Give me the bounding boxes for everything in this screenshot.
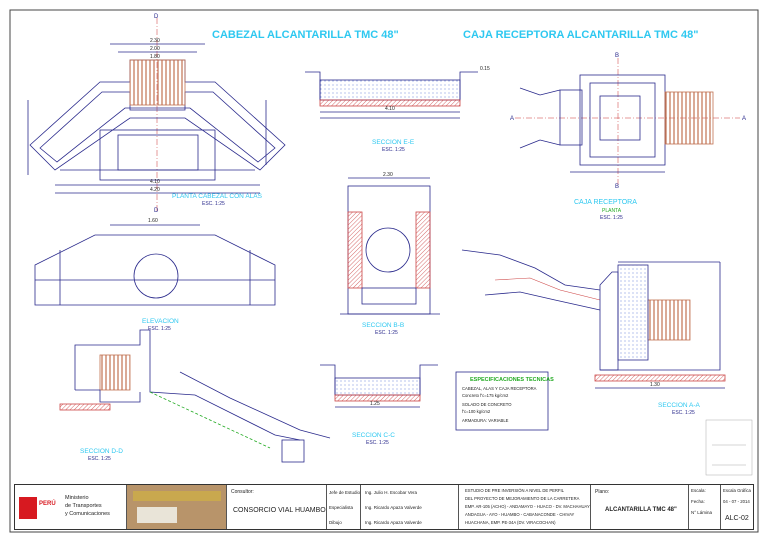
label-planta-cabezal: PLANTA CABEZAL CON ALAS	[172, 193, 263, 200]
tb-project-cell: ESTUDIO DE PRE INVERSIÓN A NIVEL DE PERF…	[459, 485, 591, 529]
dim-aa-130: 1.30	[650, 382, 660, 388]
scale-seccion-aa: ESC. 1:25	[672, 410, 695, 416]
dim-180: 1.80	[150, 54, 160, 60]
dim-bb-230: 2.30	[383, 172, 393, 178]
consultor-name: CONSORCIO VIAL HUAMBO	[233, 507, 326, 514]
dim-230: 2.30	[150, 38, 160, 44]
tb-consultor-cell: Consultor: CONSORCIO VIAL HUAMBO	[227, 485, 327, 529]
ministry-line-3: y Comunicaciones	[65, 511, 110, 517]
project-photo	[127, 485, 227, 529]
person-3: Ing. Ricardo Apaza Valverde	[365, 520, 422, 525]
project-line-3: EMP. AR-105 (ACHO) - ANDAMAYO - HUACO - …	[465, 504, 590, 509]
dim-ee-015: 0.15	[480, 66, 490, 72]
consultor-label: Consultor:	[231, 489, 254, 495]
plano-name: ALCANTARILLA TMC 48"	[605, 507, 677, 513]
notes-line-1: CABEZAL, ALAS Y CAJA RECEPTORA	[462, 386, 537, 391]
tb-plano-cell: Plano: ALCANTARILLA TMC 48"	[591, 485, 689, 529]
title-caja: CAJA RECEPTORA ALCANTARILLA TMC 48"	[463, 29, 698, 41]
view-caja-receptora	[515, 58, 740, 185]
ministry-line-1: Ministerio	[65, 495, 89, 501]
lamina-label: N° Lámina	[691, 510, 713, 515]
dim-elev-160: 1.60	[148, 218, 158, 224]
role-3: Dibujo	[329, 520, 342, 525]
tb-roles-cell: Jefe de Estudio Especialista Dibujo	[327, 485, 361, 529]
notes-line-2: Concreto f'c=175 kg/cm2	[462, 393, 509, 398]
notes-box	[455, 371, 549, 431]
notes-line-5: ARMADURA: VARIABLE	[462, 418, 509, 423]
project-line-4: ANDAGUA - AYO - HUAMBO - CABANACONDE - C…	[465, 512, 575, 517]
scale-seccion-dd: ESC. 1:25	[88, 456, 111, 462]
label-seccion-aa: SECCION A-A	[658, 402, 701, 409]
scale-seccion-ee: ESC. 1:25	[382, 147, 405, 153]
scale-planta-cabezal: ESC. 1:25	[202, 201, 225, 207]
person-2: Ing. Ricardo Apaza Valverde	[365, 505, 422, 510]
project-line-2: DEL PROYECTO DE MEJORAMIENTO DE LA CARRE…	[465, 496, 580, 501]
dim-420: 4.20	[150, 187, 160, 193]
tb-persons-cell: Ing. Julio H. Escobar Vera Ing. Ricardo …	[361, 485, 459, 529]
notes-line-3: SOLADO DE CONCRETO	[462, 402, 512, 407]
label-seccion-dd: SECCION D-D	[80, 448, 123, 455]
scale-elevacion: ESC. 1:25	[148, 326, 171, 332]
label-seccion-cc: SECCION C-C	[352, 432, 395, 439]
marker-d-bottom: D	[154, 208, 159, 214]
label-elevacion: ELEVACION	[142, 318, 179, 325]
fecha-value: 04 - 07 - 2014	[723, 499, 750, 504]
peru-flag-icon	[19, 497, 37, 519]
sheet-border	[9, 9, 759, 533]
label-seccion-bb: SECCION B-B	[362, 322, 404, 329]
label-caja-receptora: CAJA RECEPTORA	[574, 199, 637, 206]
dim-200: 2.00	[150, 46, 160, 52]
escala-value: Escala Gráfica	[723, 488, 751, 493]
dim-410: 4.10	[150, 179, 160, 185]
scale-seccion-bb: ESC. 1:25	[375, 330, 398, 336]
peru-label: PERÚ	[39, 501, 56, 507]
label-seccion-ee: SECCION E-E	[372, 139, 415, 146]
plano-label: Plano:	[595, 489, 610, 495]
fecha-label: Fecha:	[691, 499, 705, 504]
project-line-1: ESTUDIO DE PRE INVERSIÓN A NIVEL DE PERF…	[465, 488, 564, 493]
escala-label: Escala:	[691, 488, 706, 493]
view-seccion-aa	[461, 249, 726, 389]
tb-labels-cell: Escala: Fecha: N° Lámina	[689, 485, 721, 529]
scale-seccion-cc: ESC. 1:25	[366, 440, 389, 446]
tb-ministry-cell: PERÚ Ministerio de Transportes y Comunic…	[15, 485, 127, 529]
project-line-5: HUACHANA, EMP. PE-34A (DV. VIRACOCHAN)	[465, 520, 556, 525]
title-cabezal: CABEZAL ALCANTARILLA TMC 48"	[212, 29, 399, 41]
scale-caja-receptora: ESC. 1:25	[600, 215, 623, 221]
person-1: Ing. Julio H. Escobar Vera	[365, 490, 418, 495]
view-seccion-cc	[320, 364, 438, 408]
marker-b-caja-bot: B	[615, 184, 619, 190]
dim-cc-125: 1.25	[370, 401, 380, 407]
title-block: PERÚ Ministerio de Transportes y Comunic…	[14, 484, 754, 530]
sub-caja-receptora: PLANTA	[602, 208, 622, 214]
sheet-code: ALC-02	[725, 515, 749, 522]
marker-d-top: D	[154, 14, 159, 20]
role-1: Jefe de Estudio	[329, 490, 361, 495]
marker-a-caja-left: A	[510, 116, 514, 122]
view-seccion-bb	[340, 177, 440, 315]
marker-a-caja-right: A	[742, 116, 746, 122]
ministry-line-2: de Transportes	[65, 503, 102, 509]
tb-values-cell: Escala Gráfica 04 - 07 - 2014 ALC-02	[721, 485, 755, 529]
view-seccion-dd	[59, 329, 331, 463]
view-elevacion	[34, 224, 276, 306]
view-seccion-ee	[305, 71, 478, 119]
role-2: Especialista	[329, 505, 354, 510]
stamp-area	[705, 419, 753, 476]
marker-b-caja-top: B	[615, 53, 619, 59]
notes-line-4: f'c=100 kg/cm2	[462, 409, 491, 414]
notes-title: ESPECIFICACIONES TECNICAS	[470, 377, 554, 383]
view-planta-cabezal	[27, 18, 286, 212]
dim-ee-410: 4.10	[385, 106, 395, 112]
